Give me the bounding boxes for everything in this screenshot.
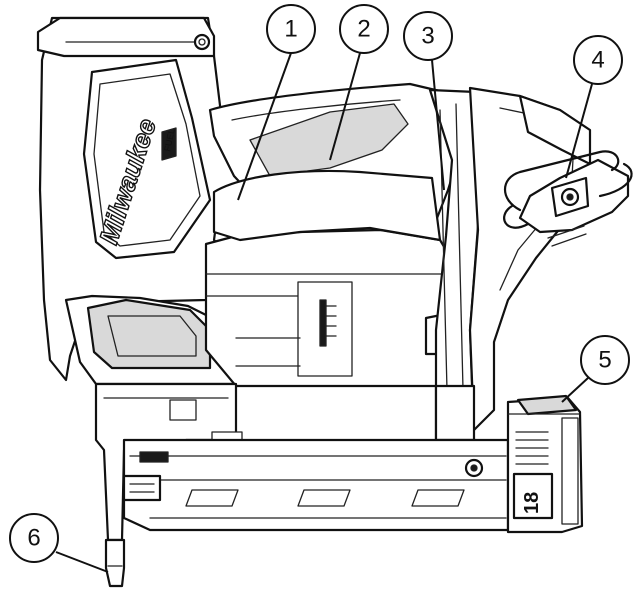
callout-4-label: 4: [591, 47, 604, 74]
contact-tip: [104, 538, 126, 588]
callout-2-label: 2: [357, 16, 370, 43]
center-cavity: [212, 169, 442, 242]
magazine: [122, 438, 510, 532]
tool-body: [36, 16, 633, 588]
callout-1: 1: [237, 4, 316, 201]
battery-label-lines: [515, 431, 549, 465]
top-screw: [193, 33, 211, 51]
callout-1-label: 1: [284, 16, 297, 43]
brand-panel: [82, 58, 212, 260]
battery: [506, 394, 584, 534]
callout-3-label: 3: [421, 23, 434, 50]
callout-2: 2: [329, 4, 389, 161]
depth-adjust-scale: [319, 299, 337, 347]
callout-3: 3: [403, 11, 453, 191]
callout-5: 5: [561, 335, 630, 403]
callout-6: 6: [9, 513, 109, 573]
battery-voltage-text: 18: [521, 492, 543, 514]
callout-6-label: 6: [27, 525, 40, 552]
rear-bumper: [86, 298, 212, 370]
belt-hook: [503, 150, 633, 247]
callout-4: 4: [565, 35, 623, 179]
top-cap: [36, 16, 216, 58]
model-text: FUEL: [162, 128, 177, 153]
callout-5-label: 5: [598, 347, 611, 374]
